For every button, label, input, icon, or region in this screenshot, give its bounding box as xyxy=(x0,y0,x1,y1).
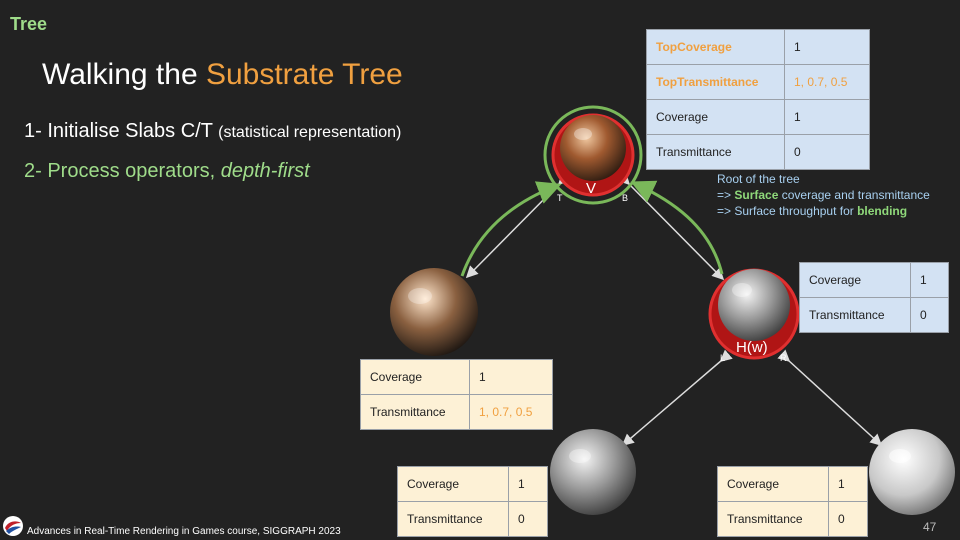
table-value: 0 xyxy=(910,297,949,333)
table-label: Transmittance xyxy=(717,501,829,537)
bullet-process-emphasis: depth-first xyxy=(220,160,310,182)
table-row: Transmittance 0 xyxy=(646,134,870,170)
root-note-line1: Root of the tree xyxy=(717,172,800,186)
root-node-sphere-highlight xyxy=(574,128,592,140)
left-node-sphere-highlight xyxy=(408,288,432,304)
table-row: Transmittance 0 xyxy=(799,297,949,333)
h-node-label: H(w) xyxy=(736,339,768,356)
table-label: Coverage xyxy=(360,359,470,395)
table-value: 1 xyxy=(784,99,870,135)
left-node-table: Coverage 1 Transmittance 1, 0.7, 0.5 xyxy=(360,359,553,430)
bullet-process: 2- Process operators, depth-first xyxy=(24,160,310,183)
table-row: Transmittance 0 xyxy=(717,501,868,537)
bottom-right-table: Coverage 1 Transmittance 0 xyxy=(717,466,868,537)
table-label: Transmittance xyxy=(799,297,911,333)
table-row: Coverage 1 xyxy=(360,359,553,395)
edge-root-left xyxy=(465,172,571,279)
table-value: 0 xyxy=(828,501,868,537)
edge-h-bottom-right xyxy=(777,349,883,447)
bottom-left-table: Coverage 1 Transmittance 0 xyxy=(397,466,548,537)
bullet-initialise-text: 1- Initialise Slabs C/T xyxy=(24,120,219,142)
table-label: Coverage xyxy=(397,466,509,502)
bottom-right-node-sphere-highlight xyxy=(889,449,911,463)
root-note-line2: => Surface coverage and transmittance xyxy=(717,188,930,202)
table-value: 1 xyxy=(910,262,949,298)
table-row: Transmittance 1, 0.7, 0.5 xyxy=(360,394,553,430)
h-pin-left: L xyxy=(720,353,726,363)
bottom-right-node-sphere[interactable] xyxy=(869,429,955,515)
left-node-sphere[interactable] xyxy=(390,268,478,356)
table-row: TopTransmittance 1, 0.7, 0.5 xyxy=(646,64,870,100)
top-table: TopCoverage 1 TopTransmittance 1, 0.7, 0… xyxy=(646,29,870,170)
root-note-line3: => Surface throughput for blending xyxy=(717,204,908,218)
table-row: Coverage 1 xyxy=(799,262,949,298)
h-node-sphere-highlight xyxy=(732,283,752,297)
table-row: Coverage 1 xyxy=(397,466,548,502)
table-value: 1 xyxy=(828,466,868,502)
traversal-arrow-left xyxy=(460,181,562,277)
siggraph-logo-icon xyxy=(3,516,23,536)
table-value: 1 xyxy=(508,466,548,502)
root-pin-left: T xyxy=(557,193,563,203)
root-pin-right: B xyxy=(622,193,629,203)
table-label: Coverage xyxy=(717,466,829,502)
title-highlight: Substrate Tree xyxy=(205,58,403,91)
table-label: Coverage xyxy=(799,262,911,298)
table-value: 1 xyxy=(469,359,553,395)
table-label: TopCoverage xyxy=(646,29,785,65)
root-note: Root of the tree => Surface coverage and… xyxy=(717,171,930,219)
table-row: Transmittance 0 xyxy=(397,501,548,537)
slide-title: Walking the Substrate Tree xyxy=(42,58,403,92)
bottom-left-node-sphere[interactable] xyxy=(550,429,636,515)
table-label: Transmittance xyxy=(360,394,470,430)
h-node-table: Coverage 1 Transmittance 0 xyxy=(799,262,949,333)
h-pin-right: R xyxy=(780,353,787,363)
footer-text: Advances in Real-Time Rendering in Games… xyxy=(27,526,341,537)
title-prefix: Walking the xyxy=(42,58,206,91)
table-value: 0 xyxy=(508,501,548,537)
table-row: TopCoverage 1 xyxy=(646,29,870,65)
edge-root-h xyxy=(617,172,725,281)
section-tag: Tree xyxy=(10,14,48,34)
h-node-sphere xyxy=(718,269,790,341)
page-number: 47 xyxy=(923,520,937,534)
table-row: Coverage 1 xyxy=(646,99,870,135)
traversal-arrow-right xyxy=(630,180,724,275)
table-label: Transmittance xyxy=(646,134,785,170)
bullet-initialise: 1- Initialise Slabs C/T (statistical rep… xyxy=(24,120,401,143)
edge-h-bottom-left xyxy=(621,349,733,446)
table-label: Coverage xyxy=(646,99,785,135)
root-node-ring xyxy=(543,105,643,205)
table-value: 1, 0.7, 0.5 xyxy=(469,394,553,430)
table-value: 1, 0.7, 0.5 xyxy=(784,64,870,100)
root-node-sphere xyxy=(560,115,626,181)
table-row: Coverage 1 xyxy=(717,466,868,502)
table-label: Transmittance xyxy=(397,501,509,537)
table-label: TopTransmittance xyxy=(646,64,785,100)
bullet-initialise-note: (statistical representation) xyxy=(218,124,402,141)
table-value: 1 xyxy=(784,29,870,65)
table-value: 0 xyxy=(784,134,870,170)
bullet-process-text: 2- Process operators, xyxy=(24,160,221,182)
root-node-label: V xyxy=(586,180,597,197)
bottom-left-node-sphere-highlight xyxy=(569,449,591,463)
